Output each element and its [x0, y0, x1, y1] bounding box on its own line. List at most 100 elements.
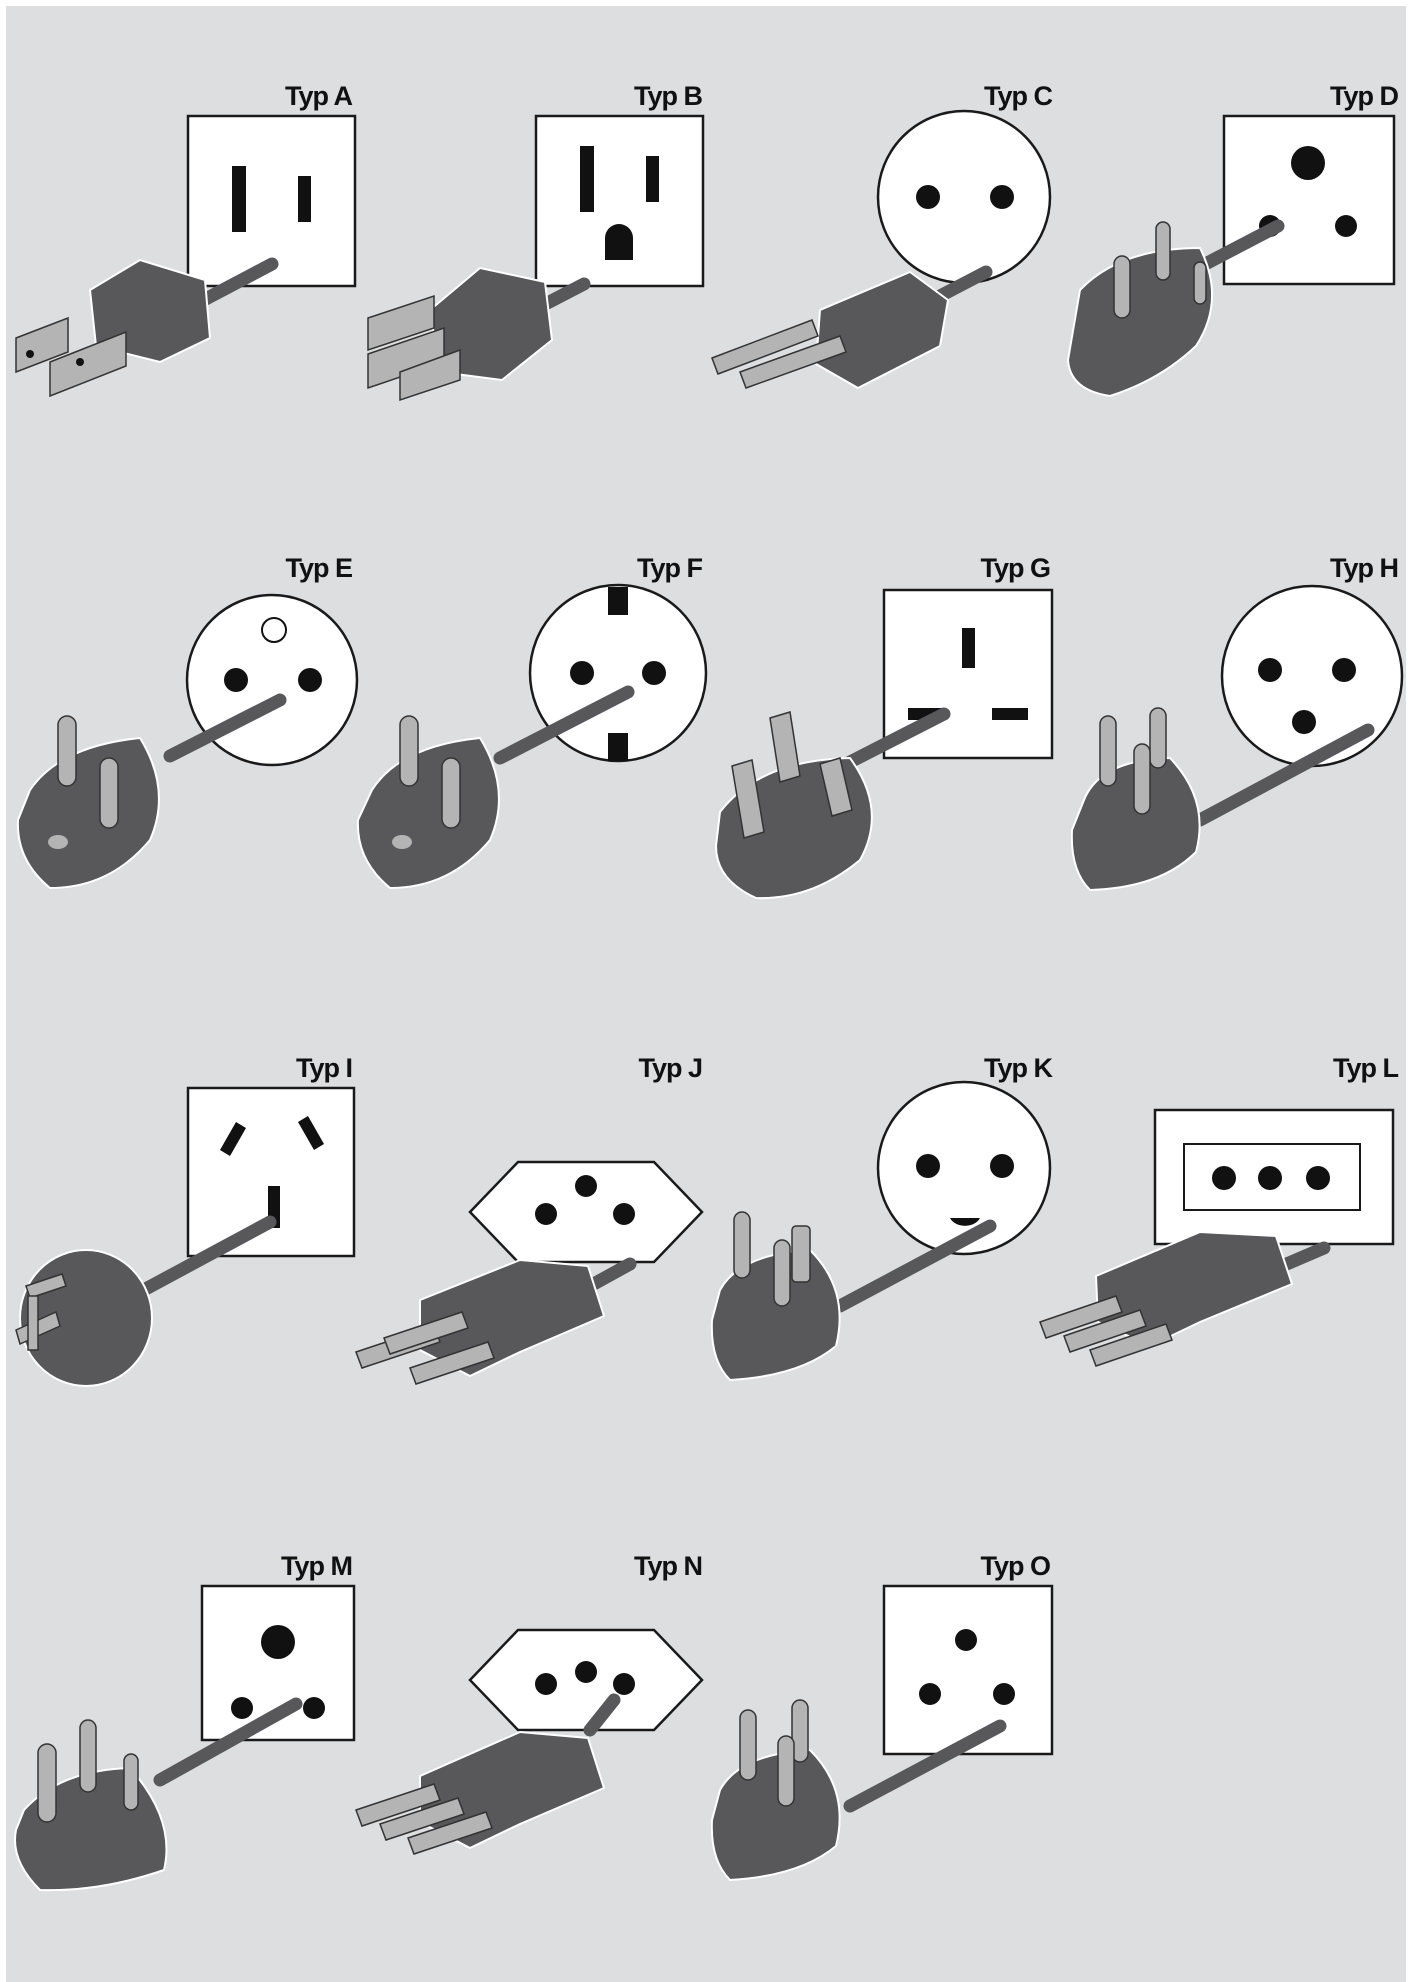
type-a-plug-and-socket: Typ A: [16, 81, 355, 396]
plug-pin: [734, 1212, 750, 1278]
plug-pin: [1150, 708, 1166, 768]
plug-pin: [1156, 222, 1170, 280]
type-label: Typ E: [285, 553, 352, 583]
plug-body: [20, 1250, 152, 1386]
socket-face: [1224, 116, 1394, 284]
pin-hole: [26, 350, 34, 358]
socket-hole: [993, 1683, 1015, 1705]
socket-face: [188, 1088, 354, 1256]
socket-face: [536, 116, 703, 286]
socket-hole: [575, 1661, 597, 1683]
type-label: Typ O: [980, 1551, 1050, 1581]
plug-pin: [58, 716, 76, 786]
socket-face: [884, 1586, 1052, 1754]
type-d-plug-and-socket: Typ D: [1068, 81, 1398, 396]
plug-pin: [1194, 262, 1206, 304]
socket-hole: [955, 1629, 977, 1651]
socket-slot: [962, 628, 975, 668]
plug-pin: [124, 1754, 138, 1810]
type-h-plug-and-socket: Typ H: [1072, 553, 1402, 890]
type-label: Typ G: [980, 553, 1050, 583]
plug-pin: [740, 1710, 756, 1780]
socket-hole: [990, 1154, 1014, 1178]
plug-pin: [400, 716, 418, 786]
socket-hole: [642, 661, 666, 685]
socket-hole: [575, 1175, 597, 1197]
plug-pin: [38, 1744, 56, 1822]
type-c-plug-and-socket: Typ C: [712, 81, 1052, 388]
plug-pin: [442, 758, 460, 828]
socket-hole-ground: [1291, 146, 1325, 180]
type-label: Typ F: [637, 553, 702, 583]
socket-slot: [298, 176, 311, 222]
socket-slot: [992, 708, 1028, 720]
socket-hole: [1258, 658, 1282, 682]
type-label: Typ I: [296, 1053, 352, 1083]
type-j-plug-and-socket: Typ J: [356, 1053, 702, 1384]
ground-socket: [48, 835, 68, 849]
socket-face: [1222, 586, 1402, 766]
plug-pin: [1100, 716, 1116, 786]
socket-hole: [919, 1683, 941, 1705]
plug-pin: [28, 1296, 38, 1350]
type-m-plug-and-socket: Typ M: [15, 1551, 354, 1890]
socket-hole: [231, 1697, 253, 1719]
socket-hole: [1212, 1166, 1236, 1190]
socket-ground-pin: [262, 618, 286, 642]
type-l-plug-and-socket: Typ L: [1040, 1053, 1398, 1366]
type-label: Typ L: [1333, 1053, 1398, 1083]
type-label: Typ J: [638, 1053, 702, 1083]
type-k-plug-and-socket: Typ K: [712, 1053, 1054, 1380]
cord: [1282, 1248, 1324, 1266]
socket-hole: [613, 1203, 635, 1225]
type-i-plug-and-socket: Typ I: [16, 1053, 354, 1386]
plug-body: [18, 738, 159, 888]
socket-ground-clip: [608, 733, 628, 761]
type-label: Typ B: [634, 81, 702, 111]
plug-pin: [1134, 744, 1150, 814]
socket-slot: [232, 166, 246, 232]
type-label: Typ M: [281, 1551, 352, 1581]
plug-pin: [792, 1226, 810, 1282]
socket-hole: [1292, 710, 1316, 734]
type-b-plug-and-socket: Typ B: [368, 81, 703, 400]
type-label: Typ H: [1330, 553, 1398, 583]
plug-body: [1068, 248, 1212, 396]
socket-hole: [570, 661, 594, 685]
type-label: Typ K: [984, 1053, 1053, 1083]
type-label: Typ N: [634, 1551, 702, 1581]
type-g-plug-and-socket: Typ G: [716, 553, 1052, 898]
socket-hole: [303, 1697, 325, 1719]
socket-ground-clip: [608, 587, 628, 615]
plug-body: [712, 1750, 840, 1880]
socket-slot: [580, 146, 594, 212]
cord: [590, 1264, 630, 1286]
type-label: Typ A: [285, 81, 352, 111]
type-label: Typ C: [984, 81, 1052, 111]
socket-hole: [298, 668, 322, 692]
plug-pin: [778, 1736, 794, 1806]
socket-hole-ground: [261, 1625, 295, 1659]
socket-hole: [535, 1673, 557, 1695]
socket-hole: [1306, 1166, 1330, 1190]
ground-clip: [392, 835, 412, 849]
type-o-plug-and-socket: Typ O: [712, 1551, 1052, 1880]
plug-pin: [100, 758, 118, 828]
plug-pin: [774, 1240, 790, 1306]
socket-hole: [224, 668, 248, 692]
plug-body: [816, 272, 948, 388]
type-label: Typ D: [1330, 81, 1398, 111]
socket-slot: [646, 156, 659, 202]
type-f-plug-and-socket: Typ F: [358, 553, 706, 888]
type-n-plug-and-socket: Typ N: [356, 1551, 702, 1854]
socket-hole: [1258, 1166, 1282, 1190]
socket-hole: [613, 1673, 635, 1695]
socket-ground-hole: [605, 224, 633, 260]
socket-hole: [1335, 215, 1357, 237]
plug-pin: [80, 1720, 96, 1792]
socket-hole: [1332, 658, 1356, 682]
type-e-plug-and-socket: Typ E: [18, 553, 357, 888]
socket-hole: [535, 1203, 557, 1225]
socket-face: [878, 1082, 1050, 1254]
